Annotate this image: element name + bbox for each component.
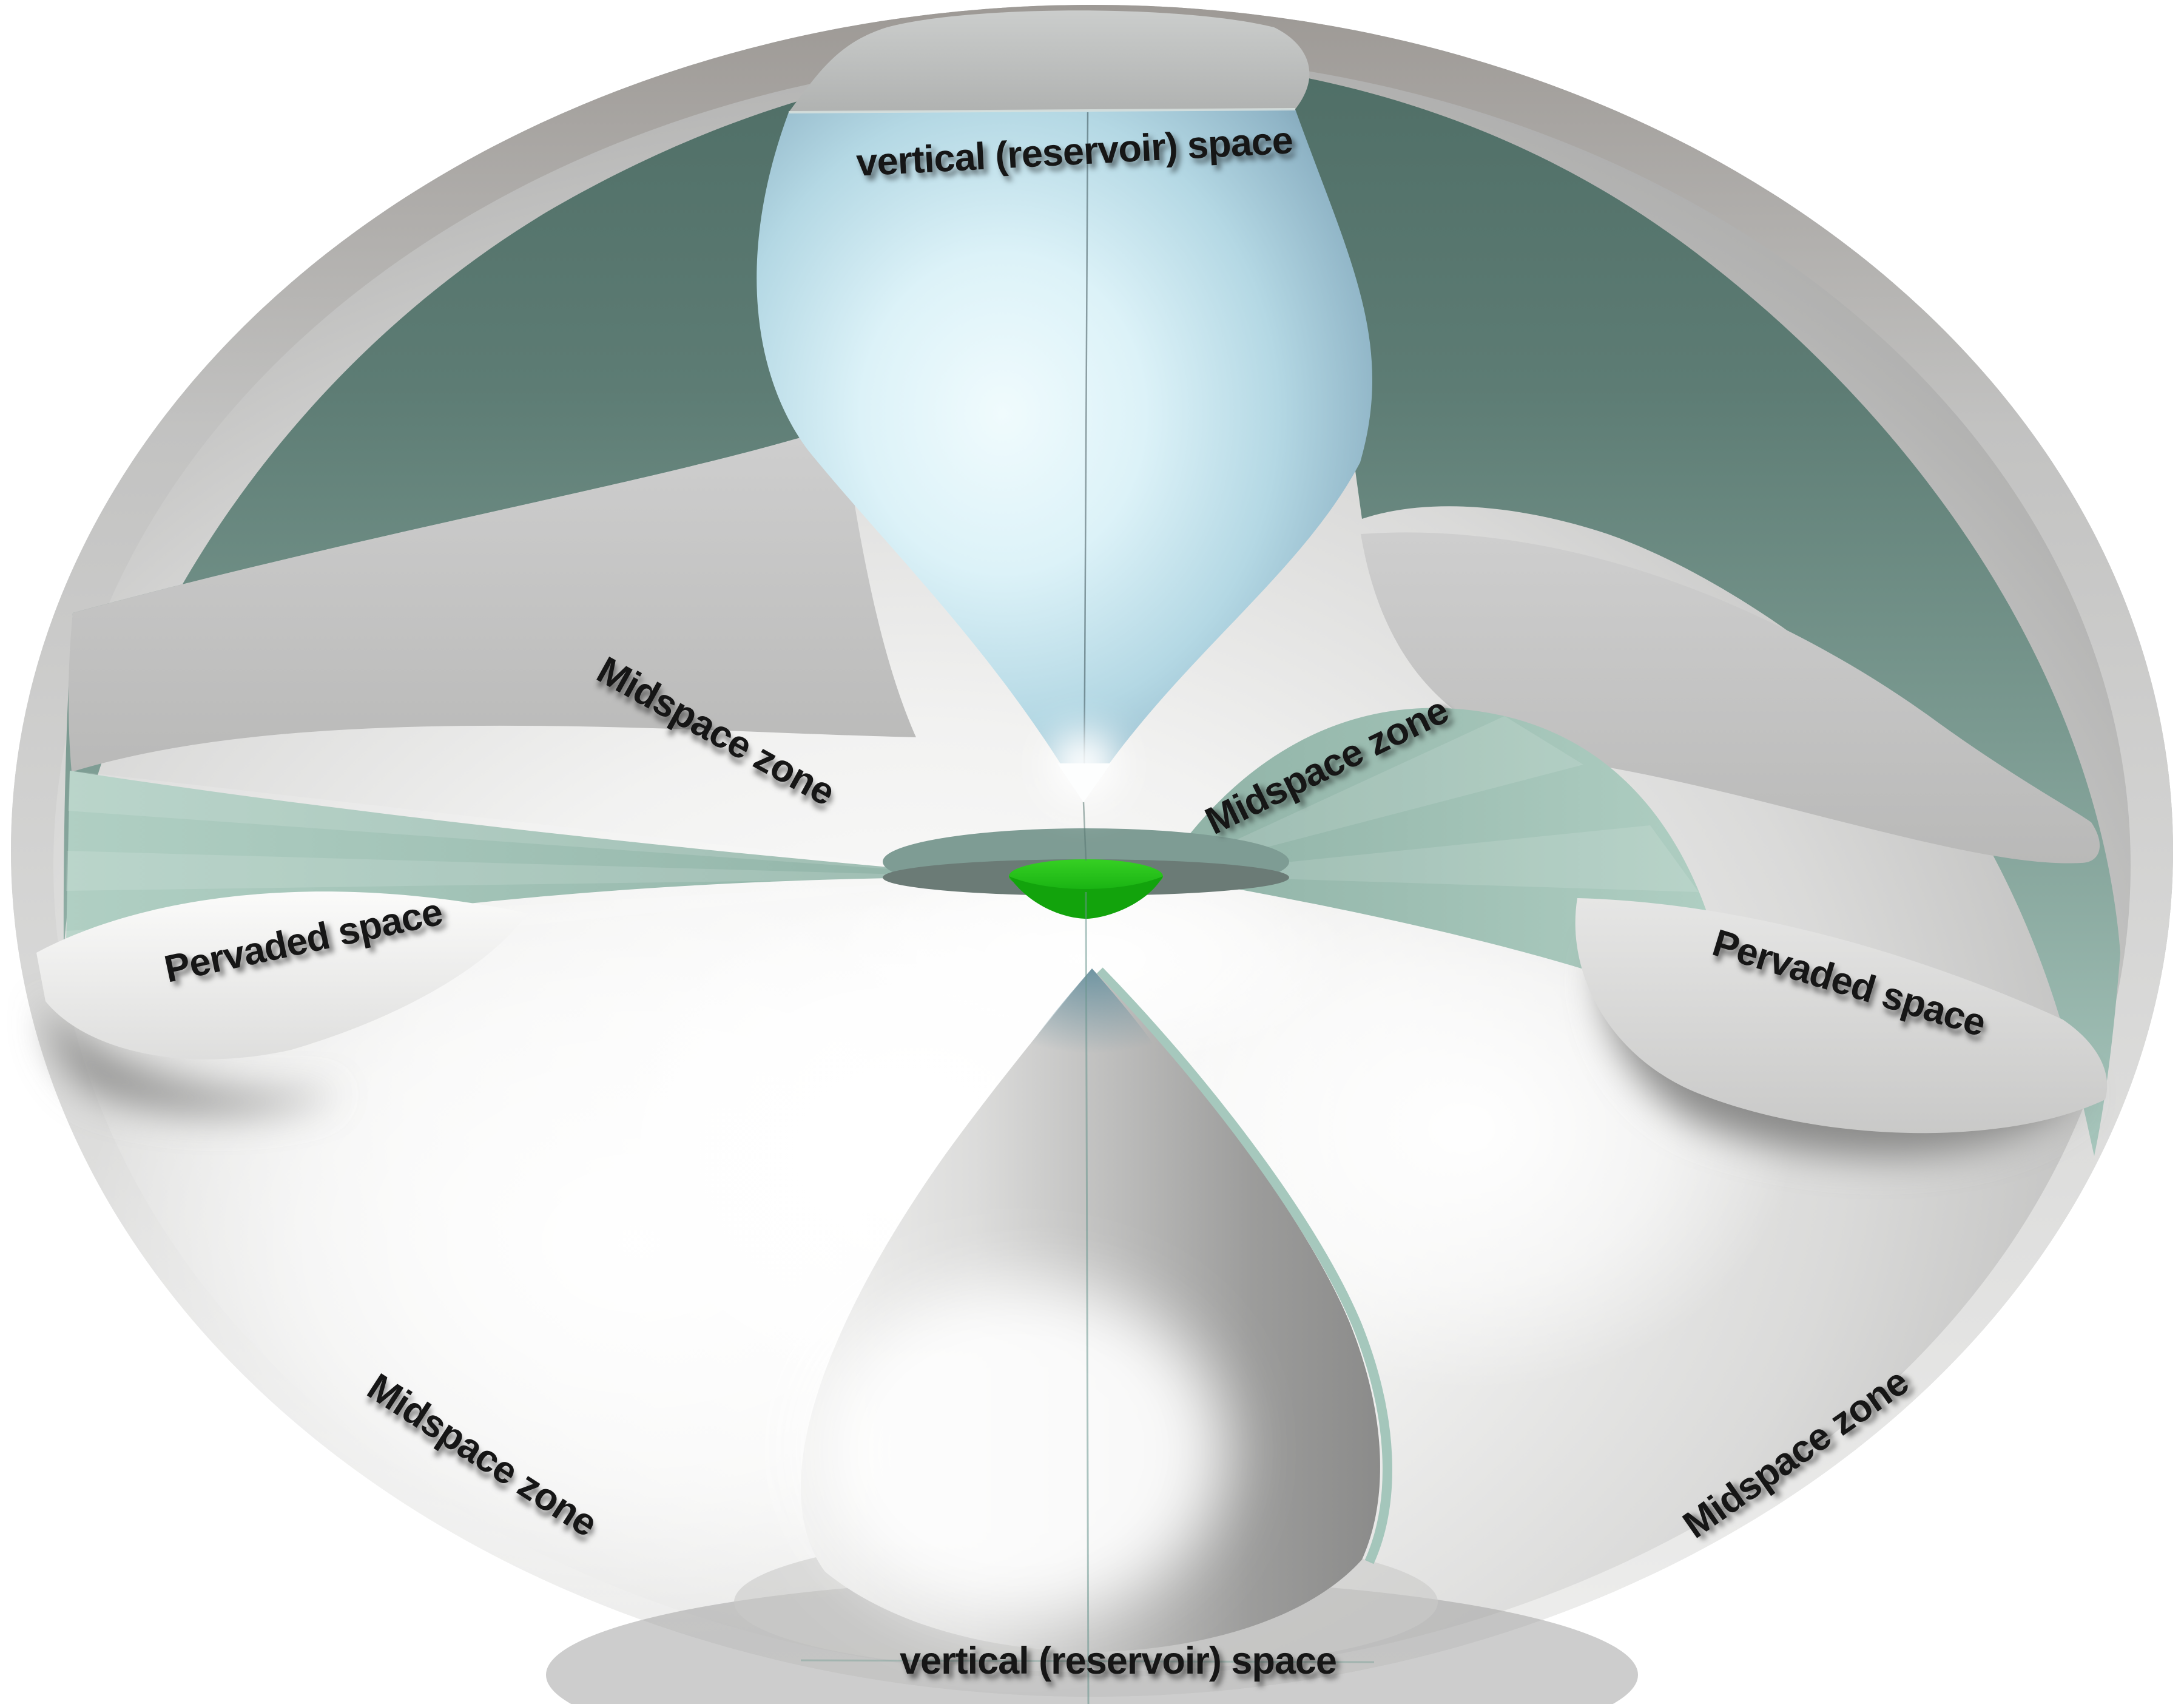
reservoir-cap-seam: [788, 108, 1296, 113]
torus-band-teal: [63, 56, 2121, 1156]
pervaded-disc-right-top: [1575, 898, 2108, 1134]
axis-line-upper: [1082, 802, 1087, 861]
crosshair-line-horizontal: [800, 1659, 1375, 1663]
label-vertical-reservoir-space-bottom: vertical (reservoir) space: [900, 1640, 1337, 1682]
axis-line-lower: [1085, 891, 1090, 1704]
pervaded-disc-left-top: [36, 891, 528, 1060]
reservoir-cap: [789, 10, 1310, 112]
midspace-band-right: [1361, 532, 2100, 864]
teardrop-tip-white-cone: [1057, 763, 1111, 802]
midspace-band-left: [68, 436, 916, 772]
cone-inner-glow: [813, 1280, 1225, 1620]
pervaded-disc-right: [1575, 898, 2108, 1156]
pervaded-disc-left: [36, 891, 528, 1112]
teardrop-seam-line: [1083, 112, 1089, 796]
pervaded-disc-left-shadow: [48, 1004, 340, 1112]
reservoir-teardrop: [757, 109, 1373, 801]
cone-teal-edge: [1096, 967, 1392, 1564]
cone-tip-blue-tint: [1024, 969, 1160, 1053]
